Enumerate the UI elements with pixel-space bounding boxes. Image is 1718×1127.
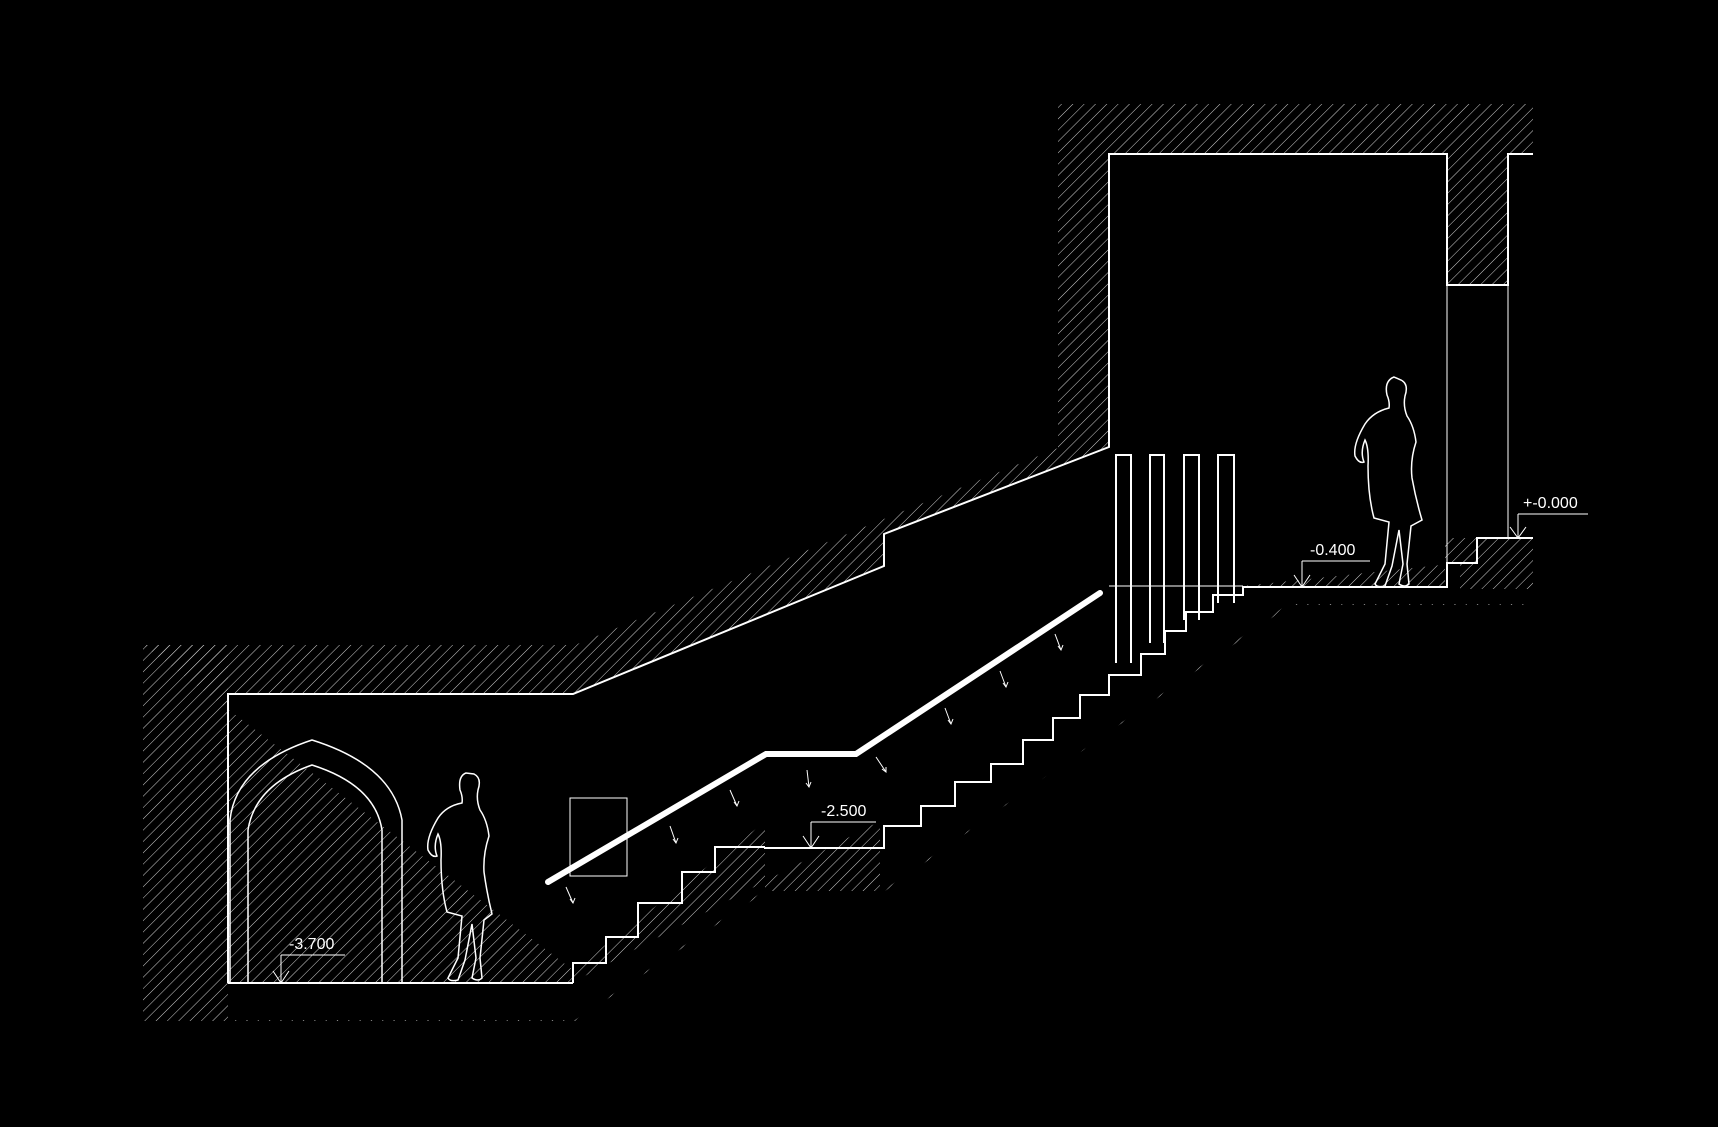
arched-doorway [229, 739, 403, 983]
level-label-top: +-0.000 [1523, 495, 1578, 512]
person-silhouette-left [426, 772, 493, 982]
level-label-upper-landing: -0.400 [1310, 542, 1355, 559]
level-label-bottom-floor: -3.700 [289, 936, 334, 953]
level-marker-bottom-floor: -3.700 [272, 936, 345, 984]
level-marker-top: +-0.000 [1509, 495, 1588, 539]
hatched-wall-mass [143, 104, 1533, 1021]
level-marker-upper-landing: -0.400 [1293, 542, 1370, 588]
section-outline [227, 153, 1533, 984]
handrail [545, 590, 1103, 885]
level-marker-mid-landing: -2.500 [802, 803, 876, 849]
person-silhouette-right [1353, 376, 1423, 588]
level-label-mid-landing: -2.500 [821, 803, 866, 820]
downlight-arrows [565, 633, 1064, 905]
hanging-rods [1109, 454, 1243, 663]
wall-panel [569, 797, 628, 877]
